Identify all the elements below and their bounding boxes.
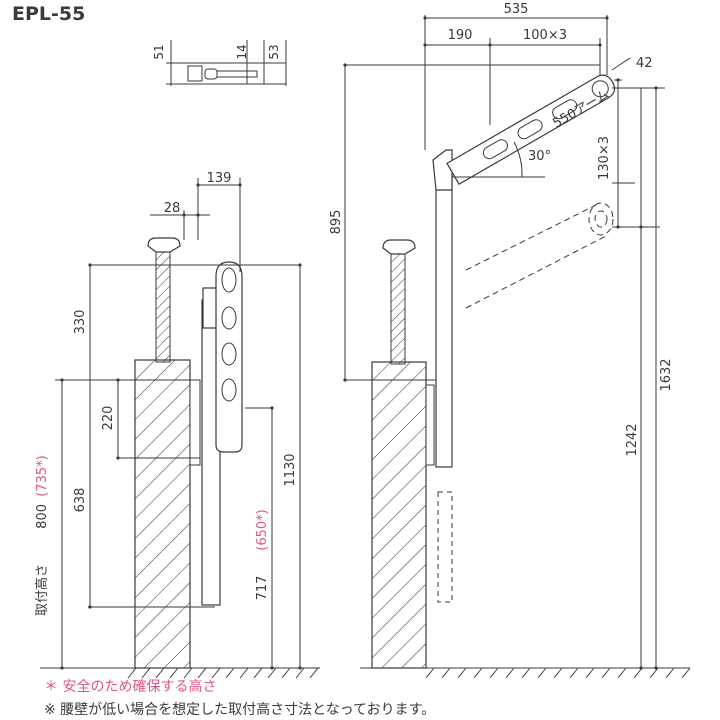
dim-100x3: 100×3: [523, 28, 567, 43]
right-pole: [435, 164, 453, 468]
dim-650: (650*): [255, 509, 270, 550]
dim-895: 895: [329, 210, 344, 235]
left-wall: [134, 359, 191, 669]
dim-130x3: 130×3: [597, 136, 612, 180]
dim-220: 220: [101, 406, 116, 431]
left-handrail-cap: [147, 237, 181, 253]
dim-28: 28: [164, 201, 181, 216]
assumption-note: ※ 腰壁が低い場合を想定した取付高さ寸法となっております。: [44, 702, 436, 718]
dim-800: 800: [35, 504, 50, 529]
mount-height-caption: 取付高さ: [34, 564, 50, 616]
dim-1242: 1242: [625, 423, 640, 456]
arm-angle: 30°: [528, 149, 551, 164]
top-detail: [166, 40, 287, 86]
dim-330: 330: [73, 310, 88, 335]
dim-638: 638: [73, 488, 88, 513]
lowered-arm-dashed: [465, 202, 614, 309]
extended-arm: [446, 74, 616, 185]
dim-535: 535: [504, 2, 529, 17]
left-folded-arm: [215, 261, 243, 453]
model-title: EPL-55: [12, 3, 85, 25]
folded-arm-dashed: [437, 491, 453, 603]
dim-1130: 1130: [283, 453, 298, 486]
dim-717: 717: [255, 576, 270, 601]
dim-14: 14: [235, 44, 249, 59]
right-handrail-cap: [382, 239, 416, 255]
dim-51: 51: [152, 44, 166, 59]
dim-53: 53: [267, 44, 281, 59]
right-side-view: [343, 15, 691, 679]
dim-42: 42: [636, 56, 653, 71]
right-handrail-post: [390, 253, 406, 365]
safety-note: ＊ 安全のため確保する高さ: [44, 679, 217, 695]
dim-190: 190: [448, 28, 473, 43]
dim-735: (735*): [35, 455, 50, 496]
left-side-view: [40, 178, 320, 679]
right-wall: [371, 361, 427, 669]
dim-1632: 1632: [659, 358, 674, 391]
left-handrail-post: [155, 251, 171, 363]
dim-139: 139: [207, 171, 232, 186]
